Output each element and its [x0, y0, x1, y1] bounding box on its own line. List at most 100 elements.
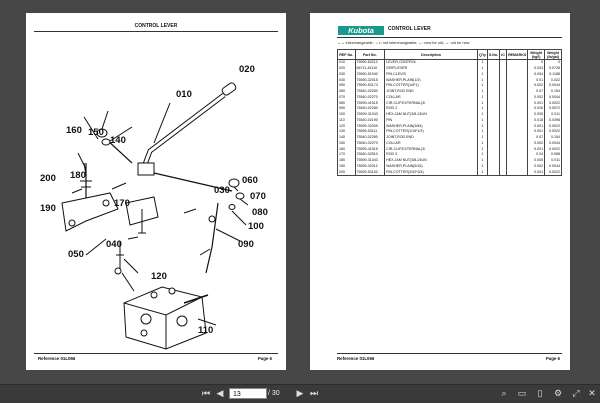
- previous-page-icon[interactable]: ◀: [216, 388, 224, 398]
- footer-rule: [337, 353, 562, 354]
- pdf-viewport[interactable]: CONTROL LEVER: [0, 0, 600, 384]
- table-cell: [486, 106, 501, 113]
- table-cell: [506, 152, 529, 159]
- callout-label: 080: [252, 207, 268, 218]
- table-cell: 0.088: [544, 152, 562, 159]
- table-cell: 200: [337, 169, 356, 177]
- table-cell: [506, 94, 529, 101]
- table-cell: [486, 135, 501, 141]
- callout-label: 140: [110, 135, 126, 146]
- close-icon[interactable]: ✕: [588, 388, 596, 398]
- table-cell: [486, 59, 501, 67]
- reference-label: Reference 01L066: [337, 356, 375, 361]
- callout-labels: 010 020 030 040 050 060 070 080 090 100 …: [40, 64, 268, 336]
- callout-label: 100: [248, 221, 264, 232]
- table-cell: [486, 112, 501, 118]
- column-header: REF No.: [337, 48, 356, 61]
- page-number: Page 6: [257, 356, 272, 361]
- table-cell: 0.0044: [544, 94, 562, 101]
- next-page-icon[interactable]: ▶: [296, 388, 304, 398]
- table-cell: 0.154: [544, 135, 562, 141]
- table-cell: 0.0044: [544, 163, 562, 170]
- table-cell: [486, 163, 501, 170]
- callout-label: 170: [114, 198, 130, 209]
- table-cell: [506, 100, 529, 107]
- table-cell: [506, 123, 529, 130]
- table-cell: [506, 106, 529, 113]
- table-cell: 0.0396: [544, 117, 562, 124]
- table-header-row: REF No. Part No. Description Q'ty S.No. …: [337, 48, 562, 61]
- table-cell: [486, 83, 501, 90]
- table-cell: [506, 83, 529, 90]
- table-cell: 0.022: [544, 77, 562, 84]
- last-page-icon[interactable]: ⏭: [309, 388, 319, 398]
- page-title: CONTROL LEVER: [388, 26, 431, 32]
- table-cell: [506, 163, 529, 170]
- two-page-view-icon[interactable]: ▯: [537, 388, 543, 398]
- table-cell: [486, 146, 501, 153]
- table-cell: 0.0726: [544, 66, 562, 72]
- table-cell: 0.0022: [544, 169, 562, 177]
- column-header: Q'ty: [476, 48, 488, 61]
- footer-rule: [34, 353, 278, 354]
- table-cell: [506, 135, 529, 141]
- table-cell: 0.1188: [544, 71, 562, 78]
- header-rule: [337, 37, 562, 38]
- table-cell: [499, 169, 508, 177]
- table-cell: [486, 117, 501, 124]
- column-header: Weight (kg/l): [527, 48, 546, 61]
- table-cell: [506, 117, 529, 124]
- fit-page-icon[interactable]: ▭: [517, 388, 527, 398]
- callout-label: 110: [198, 325, 213, 336]
- table-cell: [486, 152, 501, 159]
- table-cell: [486, 89, 501, 95]
- table-cell: 0.011: [544, 158, 562, 164]
- first-page-icon[interactable]: ⏮: [201, 388, 211, 398]
- callout-label: 030: [214, 185, 230, 196]
- table-cell: [506, 158, 529, 164]
- table-cell: [506, 169, 529, 177]
- table-cell: 0.0044: [544, 83, 562, 90]
- table-cell: [506, 146, 529, 153]
- table-cell: 0.0022: [544, 123, 562, 130]
- callout-label: 200: [40, 173, 56, 184]
- table-cell: 0.0022: [544, 129, 562, 136]
- column-header: S.No.: [486, 48, 501, 61]
- grip-shape: [221, 82, 237, 96]
- callout-label: 180: [70, 170, 86, 181]
- header-rule: [34, 31, 278, 32]
- callout-label: 090: [238, 239, 254, 250]
- table-cell: 75599-53152: [354, 169, 386, 177]
- diagram-page: CONTROL LEVER: [26, 13, 286, 370]
- exploded-parts-diagram: 010 020 030 040 050 060 070 080 090 100 …: [40, 64, 268, 350]
- settings-icon[interactable]: ⚙: [553, 388, 563, 398]
- callout-label: 120: [151, 271, 167, 282]
- page-number-input[interactable]: 13: [229, 388, 267, 399]
- column-header: Weight (lb/gal): [544, 48, 562, 61]
- table-cell: [486, 66, 501, 72]
- page-title: CONTROL LEVER: [134, 23, 178, 29]
- page-number: Page 6: [545, 356, 560, 361]
- callout-label: 160: [66, 125, 82, 136]
- table-cell: [506, 89, 529, 95]
- callout-label: 050: [68, 249, 84, 260]
- interchangeability-legend: ↔↔ interchangeable; →×: not interchangea…: [337, 41, 470, 45]
- table-cell: [506, 77, 529, 84]
- fullscreen-icon[interactable]: ⤢: [572, 388, 580, 398]
- table-cell: [506, 129, 529, 136]
- table-cell: 0.0022: [544, 100, 562, 107]
- zoom-icon[interactable]: ⌕: [501, 388, 507, 398]
- table-cell: [486, 94, 501, 101]
